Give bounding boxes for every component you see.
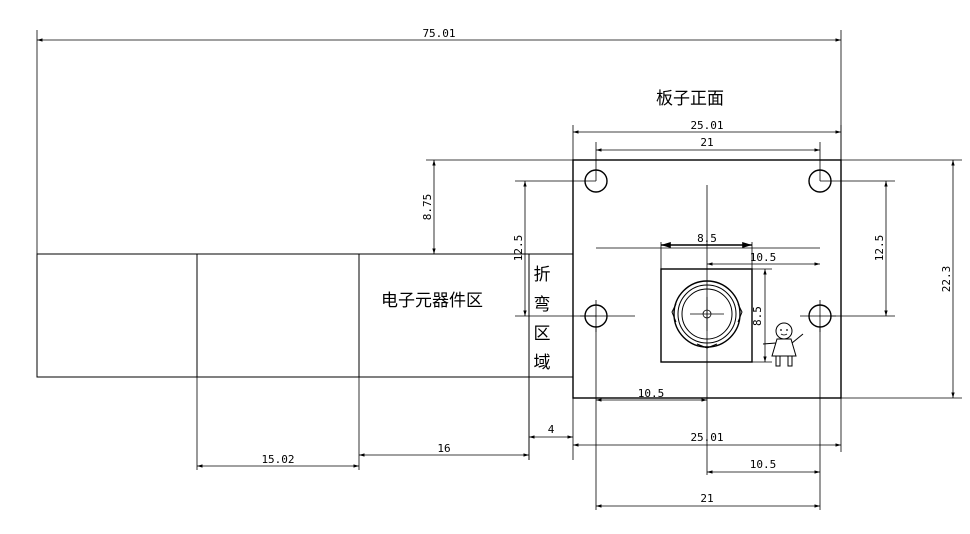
- mascot-figure: [762, 322, 804, 367]
- dim-top-widths: 25.01 21: [572, 119, 842, 181]
- dim-label-right-12-5: 12.5: [873, 235, 886, 262]
- bend-char-3: 区: [534, 324, 551, 344]
- dim-label-8-75: 8.75: [421, 194, 434, 221]
- flex-strip: 电子元器件区 折 弯 区 域: [36, 253, 574, 378]
- dim-label-left-12-5: 12.5: [512, 235, 525, 262]
- mounting-holes: [580, 169, 836, 332]
- bend-area-label: 折 弯 区 域: [534, 265, 551, 373]
- dim-left-12-5: 12.5: [512, 180, 596, 317]
- dim-label-22-3: 22.3: [940, 266, 953, 293]
- dim-gap-4: 4: [528, 377, 574, 460]
- dim-flex-offset: 8.75: [421, 159, 573, 254]
- sensor-outline: [660, 268, 753, 363]
- dim-label-75-01: 75.01: [422, 27, 455, 40]
- dim-label-sensor-width: 8.5: [697, 232, 717, 245]
- dim-bottom-25-01: 25.01: [573, 398, 842, 452]
- dim-label-bottom-25-01: 25.01: [690, 431, 723, 444]
- dim-center-left: 10.5: [595, 326, 707, 510]
- bend-char-2: 弯: [534, 295, 551, 315]
- dim-label-10-5-bottom: 10.5: [750, 458, 777, 471]
- dim-bottom-21: 21: [596, 492, 820, 508]
- dim-sensor-height: 8.5: [751, 268, 772, 363]
- dim-label-bottom-21: 21: [700, 492, 713, 505]
- dim-overall-length: 75.01: [36, 27, 842, 254]
- dim-label-top-25-01: 25.01: [690, 119, 723, 132]
- dim-label-16: 16: [437, 442, 450, 455]
- dim-sensor-width: 8.5: [660, 232, 753, 269]
- lens-outer: [673, 280, 741, 348]
- dim-center-right-inner: 10.5: [707, 251, 820, 266]
- dim-bottom-10-5: 10.5: [707, 326, 821, 510]
- dim-segments: 15.02 16: [196, 377, 530, 470]
- component-area-label: 电子元器件区: [381, 291, 483, 311]
- dim-label-top-21: 21: [700, 136, 713, 149]
- dim-label-10-5-left: 10.5: [638, 387, 665, 400]
- flex-outline: [36, 253, 574, 378]
- board-front-title: 板子正面: [656, 89, 724, 109]
- dim-label-4: 4: [548, 423, 555, 436]
- bend-char-1: 折: [534, 265, 551, 285]
- dim-label-10-5-inner: 10.5: [750, 251, 777, 264]
- sensor-block: [660, 268, 753, 363]
- dim-label-sensor-height: 8.5: [751, 306, 764, 326]
- dim-right-verticals: 12.5 22.3: [820, 159, 962, 399]
- dim-label-15-02: 15.02: [261, 453, 294, 466]
- bend-char-4: 域: [534, 353, 551, 373]
- hole-top-left: [584, 169, 608, 193]
